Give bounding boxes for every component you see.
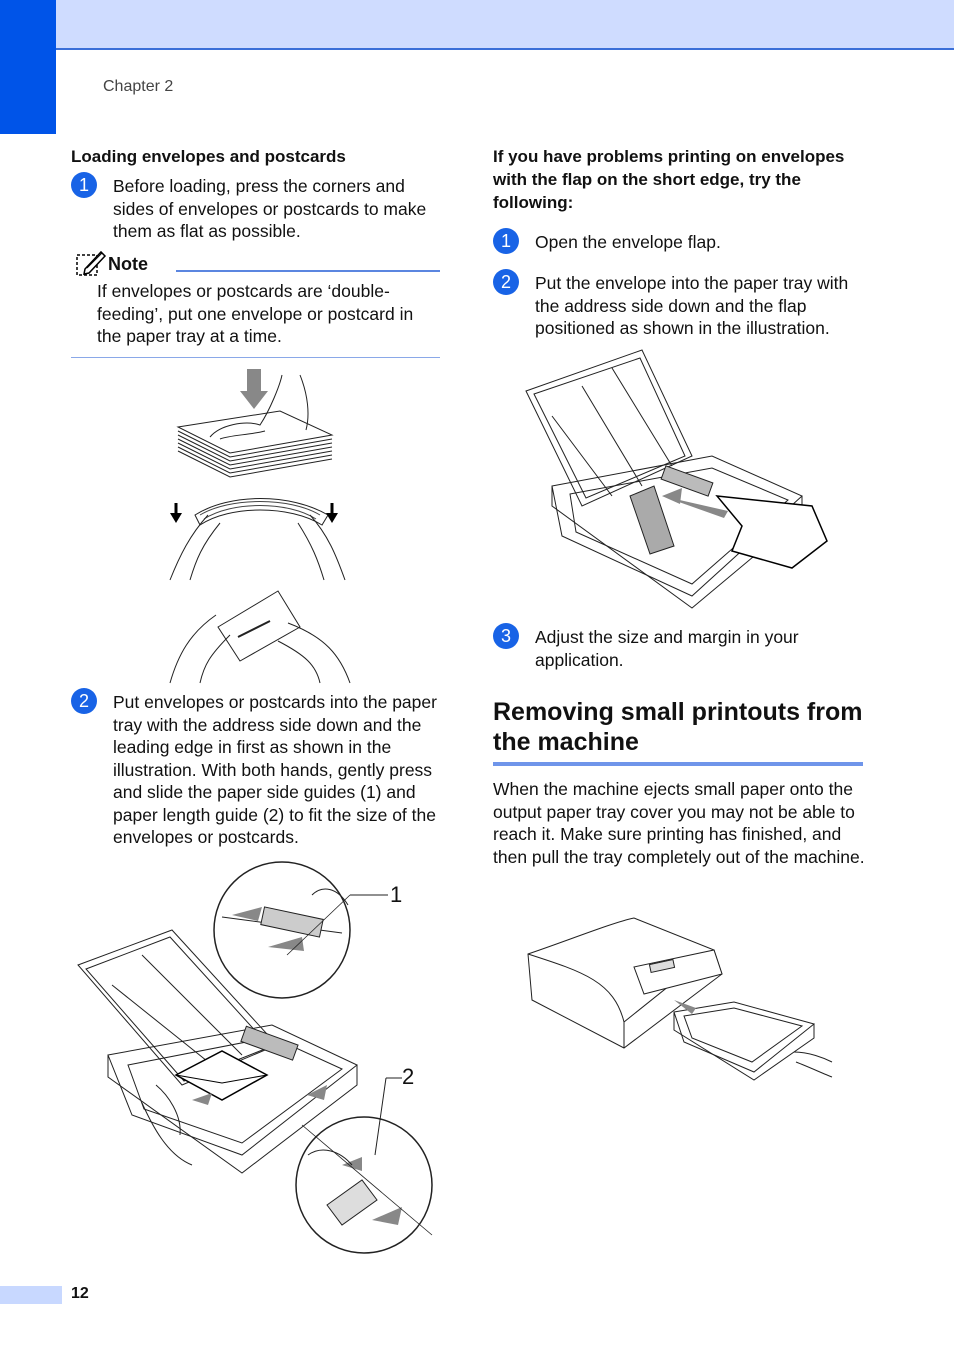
step-number-badge: 3	[493, 623, 519, 649]
right-step-2: 2 Put the envelope into the paper tray w…	[493, 269, 863, 341]
printer-tray-illustration	[524, 912, 834, 1082]
step-text: Put the envelope into the paper tray wit…	[535, 273, 849, 338]
note-text: If envelopes or postcards are ‘double-fe…	[97, 281, 414, 346]
removing-printouts-heading: Removing small printouts from the machin…	[493, 698, 863, 756]
page-number: 12	[71, 1285, 89, 1302]
step-number-badge: 1	[71, 172, 97, 198]
note-box: Note If envelopes or postcards are ‘doub…	[71, 249, 440, 358]
right-step-3: 3 Adjust the size and margin in your app…	[493, 623, 863, 673]
loading-envelopes-title: Loading envelopes and postcards	[71, 147, 346, 166]
step-number-badge: 1	[493, 228, 519, 254]
callout-2: 2	[402, 1064, 415, 1089]
heading-rule	[493, 762, 863, 766]
envelope-in-tray-illustration	[522, 346, 832, 611]
chapter-tab	[0, 0, 56, 134]
note-pencil-icon	[76, 250, 107, 276]
step-text: Adjust the size and margin in your appli…	[535, 627, 799, 670]
flatten-envelopes-illustration	[160, 365, 360, 685]
problems-title: If you have problems printing on envelop…	[493, 147, 845, 212]
step-text: Put envelopes or postcards into the pape…	[113, 692, 437, 847]
left-step-1: 1 Before loading, press the corners and …	[71, 172, 441, 242]
chapter-label: Chapter 2	[103, 78, 174, 95]
right-step-1: 1 Open the envelope flap.	[493, 228, 863, 256]
note-title: Note	[108, 254, 148, 274]
callout-1: 1	[390, 882, 403, 907]
paper-tray-guides-illustration	[72, 855, 442, 1260]
header-bar	[0, 0, 954, 50]
step-text: Open the envelope flap.	[535, 232, 721, 252]
note-rule	[176, 270, 440, 272]
removing-printouts-paragraph: When the machine ejects small paper onto…	[493, 779, 865, 867]
step-number-badge: 2	[493, 269, 519, 295]
footer-tab	[0, 1286, 62, 1304]
left-step-2: 2 Put envelopes or postcards into the pa…	[71, 688, 441, 848]
step-text: Before loading, press the corners and si…	[113, 176, 427, 241]
step-number-badge: 2	[71, 688, 97, 714]
